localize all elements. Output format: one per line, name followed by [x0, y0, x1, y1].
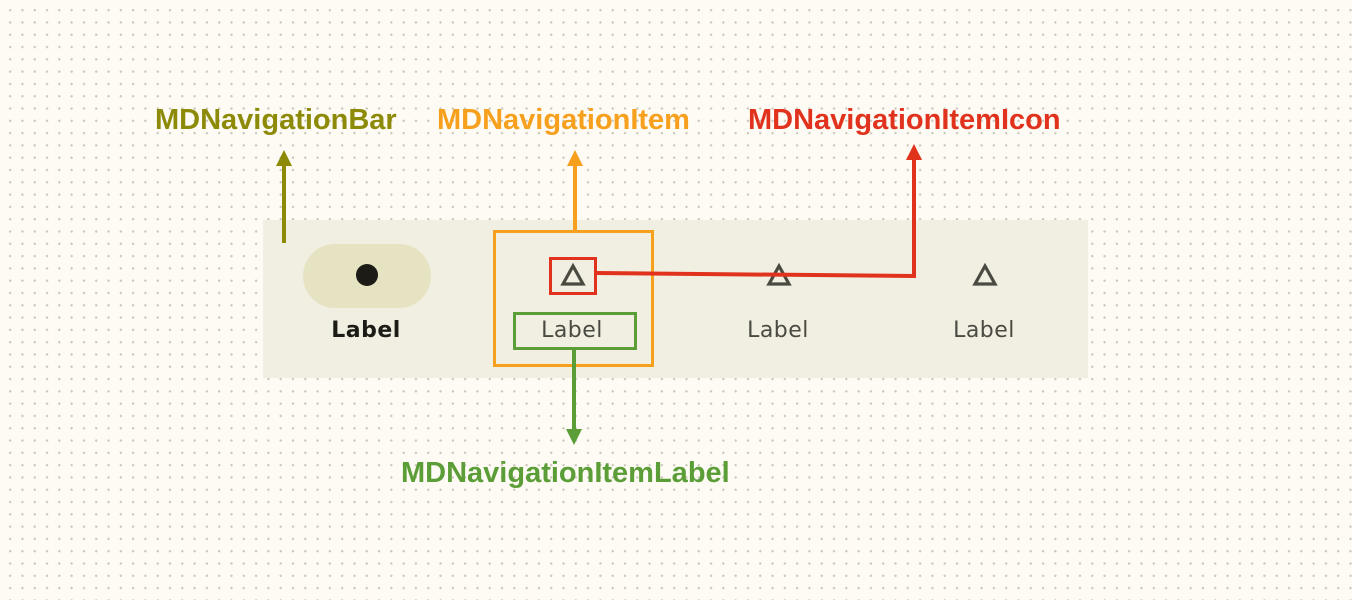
triangle-icon	[972, 262, 998, 288]
triangle-icon	[560, 262, 586, 288]
arrow-navigation-bar	[276, 150, 292, 243]
circle-icon	[354, 262, 380, 288]
navigation-item-icon-highlight	[549, 257, 597, 295]
arrow-navigation-item-icon	[596, 144, 922, 279]
annotation-navigation-item: MDNavigationItem	[437, 104, 690, 136]
nav-item-label: Label	[331, 318, 401, 343]
arrow-navigation-item	[567, 150, 583, 230]
nav-item-label: Label	[747, 318, 809, 343]
nav-item-label: Label	[541, 318, 603, 343]
nav-item-1[interactable]: Label	[263, 220, 469, 378]
navigation-bar: Label Label Label Label	[263, 220, 1088, 378]
annotation-navigation-item-label: MDNavigationItemLabel	[401, 457, 730, 489]
nav-item-4[interactable]: Label	[881, 220, 1087, 378]
nav-item-label: Label	[953, 318, 1015, 343]
navigation-item-label-highlight	[513, 312, 637, 350]
annotation-navigation-bar: MDNavigationBar	[155, 104, 397, 136]
nav-item-2[interactable]: Label	[469, 220, 675, 378]
annotation-navigation-item-icon: MDNavigationItemIcon	[748, 104, 1061, 136]
arrow-navigation-item-label	[566, 350, 582, 445]
